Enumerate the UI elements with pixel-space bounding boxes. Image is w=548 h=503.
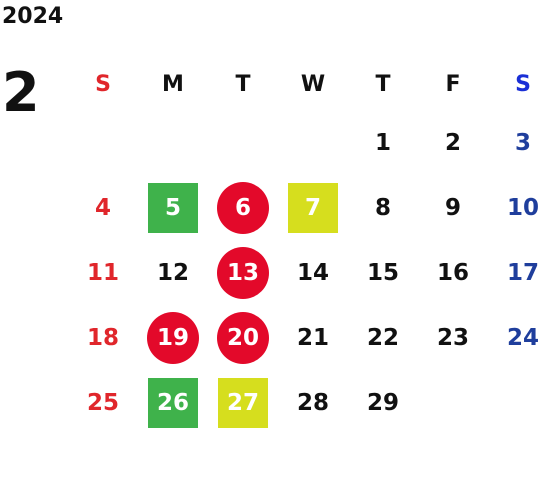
red-circle-marker xyxy=(217,311,269,364)
day-cell: 20 xyxy=(208,305,278,370)
day-number: 26 xyxy=(156,389,189,416)
day-cell xyxy=(138,110,208,175)
day-number: 10 xyxy=(506,194,539,221)
day-number: 21 xyxy=(296,324,329,351)
day-cell: 26 xyxy=(138,370,208,435)
day-cell: 4 xyxy=(68,175,138,240)
weekday-header-sat: S xyxy=(515,72,531,97)
day-cell: 6 xyxy=(208,175,278,240)
day-number: 16 xyxy=(436,259,469,286)
red-circle-marker xyxy=(217,246,269,299)
day-cell: 29 xyxy=(348,370,418,435)
weekday-header-fri: F xyxy=(445,72,461,97)
day-number: 25 xyxy=(86,389,119,416)
day-cell: 1 xyxy=(348,110,418,175)
day-number: 14 xyxy=(296,259,329,286)
day-cell: 14 xyxy=(278,240,348,305)
calendar-grid: S M T W T F S 1 2 3 4 5 6 7 8 9 10 11 12… xyxy=(68,55,548,435)
day-number: 4 xyxy=(94,194,111,221)
weekday-header-mon: M xyxy=(162,72,184,97)
weekday-header-thu: T xyxy=(375,72,391,97)
day-cell xyxy=(278,110,348,175)
day-number: 6 xyxy=(234,194,251,221)
day-number: 28 xyxy=(296,389,329,416)
day-cell: 25 xyxy=(68,370,138,435)
day-number: 5 xyxy=(164,194,181,221)
day-cell: 9 xyxy=(418,175,488,240)
day-number: 19 xyxy=(156,324,189,351)
day-cell: 3 xyxy=(488,110,548,175)
day-number: 20 xyxy=(226,324,259,351)
day-number: 23 xyxy=(436,324,469,351)
day-cell: 12 xyxy=(138,240,208,305)
day-number: 17 xyxy=(506,259,539,286)
yellow-square-marker xyxy=(218,377,268,428)
day-cell: 19 xyxy=(138,305,208,370)
day-number: 7 xyxy=(304,194,321,221)
day-cell: 13 xyxy=(208,240,278,305)
day-cell: 28 xyxy=(278,370,348,435)
day-number: 3 xyxy=(514,129,531,156)
day-cell: 21 xyxy=(278,305,348,370)
day-number: 18 xyxy=(86,324,119,351)
red-circle-marker xyxy=(217,181,269,234)
green-square-marker xyxy=(148,377,198,428)
day-number: 15 xyxy=(366,259,399,286)
yellow-square-marker xyxy=(288,182,338,233)
day-cell: 15 xyxy=(348,240,418,305)
green-square-marker xyxy=(148,182,198,233)
red-circle-marker xyxy=(147,311,199,364)
day-cell: 17 xyxy=(488,240,548,305)
day-number: 22 xyxy=(366,324,399,351)
day-number: 29 xyxy=(366,389,399,416)
day-cell: 11 xyxy=(68,240,138,305)
day-cell: 8 xyxy=(348,175,418,240)
day-cell: 23 xyxy=(418,305,488,370)
day-cell xyxy=(208,110,278,175)
weekday-header-tue: T xyxy=(235,72,251,97)
day-number: 2 xyxy=(444,129,461,156)
day-cell: 16 xyxy=(418,240,488,305)
weekday-header-sun: S xyxy=(95,72,111,97)
day-number: 11 xyxy=(86,259,119,286)
day-number: 8 xyxy=(374,194,391,221)
year-label: 2024 xyxy=(2,4,64,29)
weekday-header-wed: W xyxy=(300,72,326,97)
day-number: 12 xyxy=(156,259,189,286)
day-number: 27 xyxy=(226,389,259,416)
day-cell: 2 xyxy=(418,110,488,175)
day-cell xyxy=(68,110,138,175)
day-cell xyxy=(488,370,548,435)
day-cell: 7 xyxy=(278,175,348,240)
day-cell: 22 xyxy=(348,305,418,370)
day-cell: 18 xyxy=(68,305,138,370)
day-cell: 24 xyxy=(488,305,548,370)
day-number: 9 xyxy=(444,194,461,221)
day-cell xyxy=(418,370,488,435)
day-cell: 10 xyxy=(488,175,548,240)
month-label: 2 xyxy=(2,61,40,124)
day-number: 1 xyxy=(374,129,391,156)
day-cell: 5 xyxy=(138,175,208,240)
day-number: 13 xyxy=(226,259,259,286)
day-cell: 27 xyxy=(208,370,278,435)
day-number: 24 xyxy=(506,324,539,351)
